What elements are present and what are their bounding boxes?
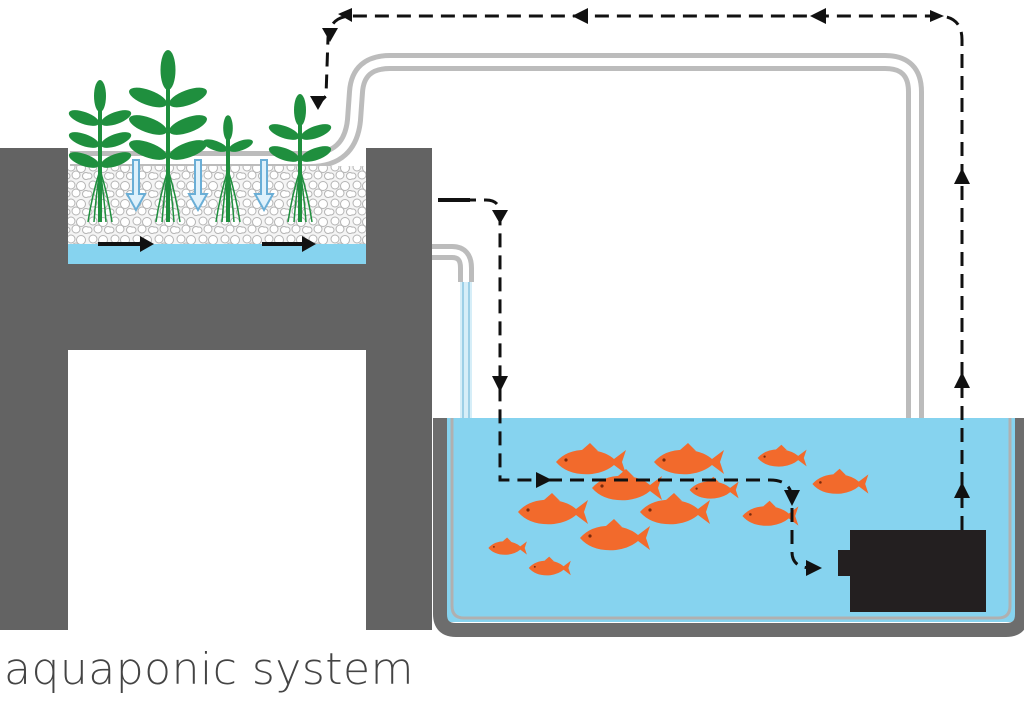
drip-arrows [125, 159, 275, 213]
arrow-corner [930, 10, 944, 22]
plant [203, 115, 253, 223]
arrow-up [954, 372, 970, 388]
fish-school [488, 443, 869, 576]
grow-bed-water [68, 244, 366, 264]
water-stream [460, 282, 472, 418]
fish [556, 443, 626, 475]
fish [518, 493, 588, 525]
drip-arrow [253, 159, 275, 213]
arrow-right [806, 560, 822, 576]
return-pipe [70, 53, 924, 530]
plants [68, 50, 332, 223]
fish [592, 469, 662, 501]
diagram-caption: aquaponic system [4, 644, 414, 695]
plant [268, 94, 332, 223]
arrow-up [954, 482, 970, 498]
arrow-down [310, 96, 326, 110]
flow-arrow [262, 236, 316, 252]
fish [640, 493, 710, 525]
fish [742, 500, 799, 526]
arrow-right [536, 472, 552, 488]
arrow-left [338, 8, 352, 22]
arrow-left [572, 8, 588, 24]
stand [0, 148, 432, 630]
grow-bed [68, 166, 366, 264]
drip-arrow [187, 159, 209, 213]
flow-arrow [98, 236, 154, 252]
fish [488, 537, 527, 555]
plant [68, 80, 132, 223]
arrow-up [954, 168, 970, 184]
fish [580, 519, 650, 551]
arrow-down [492, 376, 508, 392]
fish [812, 468, 869, 494]
arrow-down [784, 490, 800, 506]
plant [129, 50, 207, 223]
drip-arrow [125, 159, 147, 213]
arrow-down [322, 28, 338, 42]
fish [757, 444, 807, 467]
drain-pipe [432, 244, 474, 418]
flow-arrowheads [310, 8, 970, 576]
bed-flow-arrows [98, 236, 316, 252]
pump [838, 530, 986, 612]
arrow-left [810, 8, 826, 24]
gravel-media [68, 166, 366, 244]
fish [528, 556, 571, 576]
fish [654, 443, 724, 475]
arrow-down [492, 210, 508, 224]
